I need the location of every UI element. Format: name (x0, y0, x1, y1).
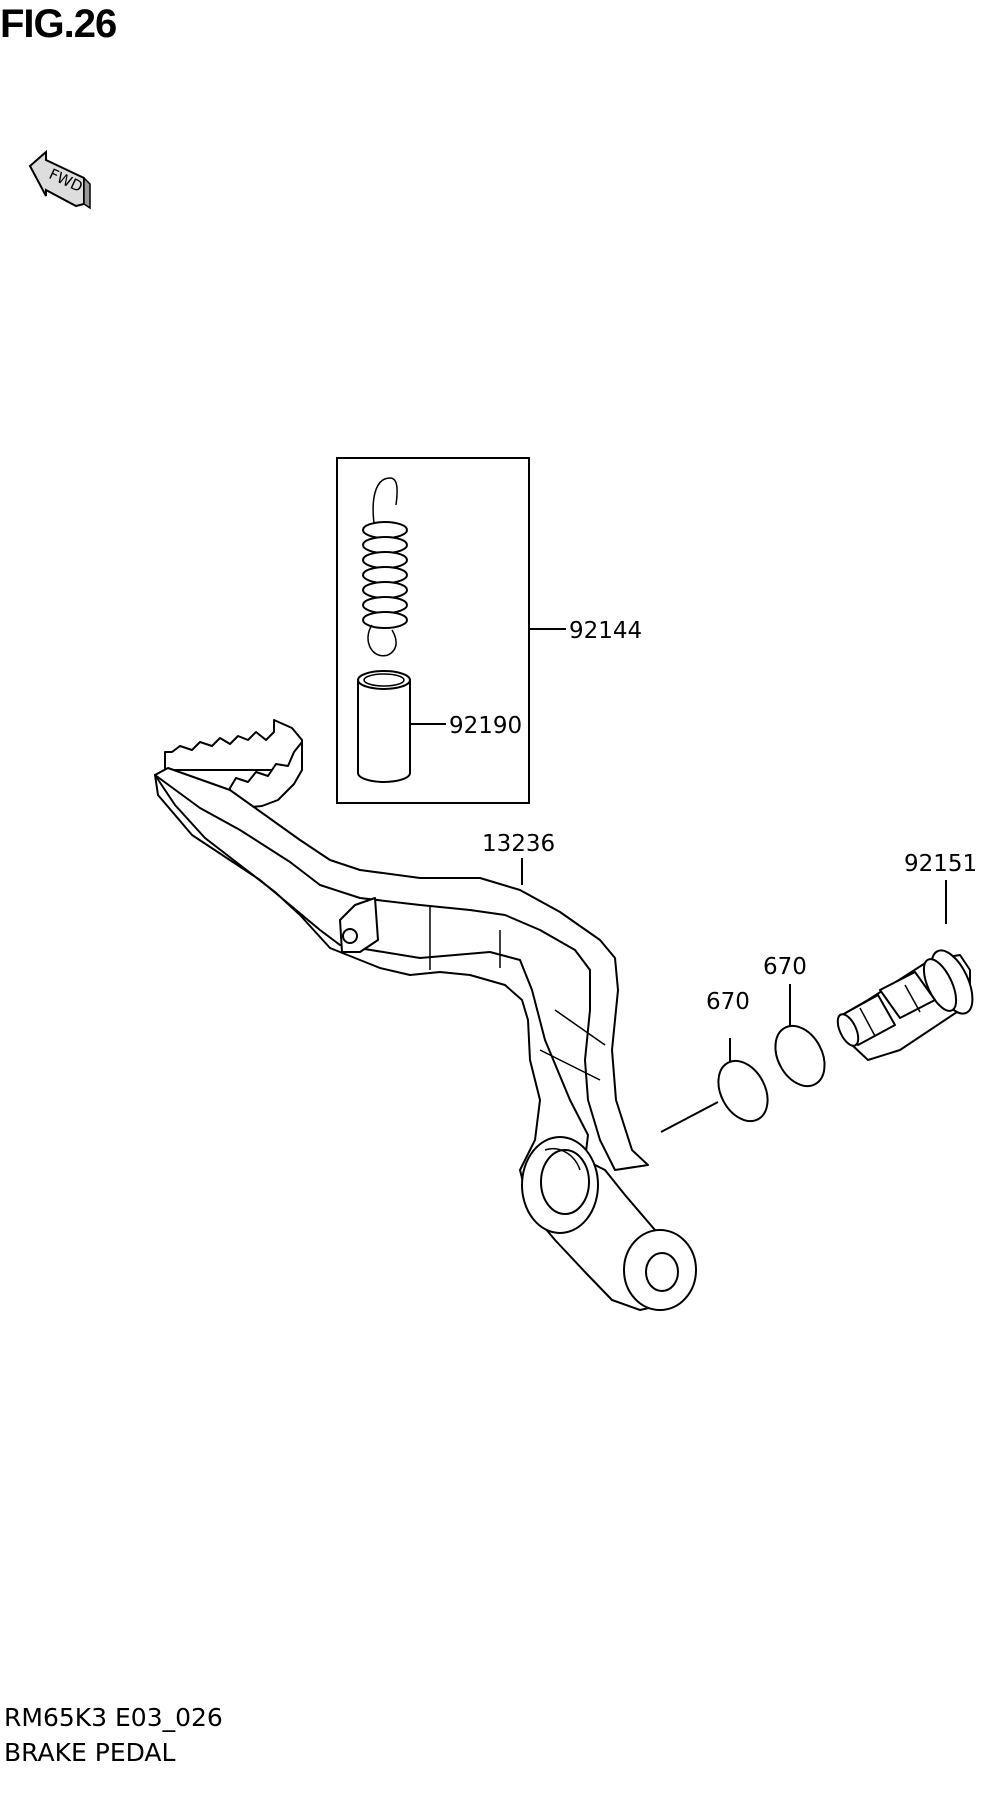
fwd-arrow-icon: FWD (28, 149, 91, 210)
o-ring-inner-part[interactable] (709, 1052, 778, 1129)
collar-part[interactable] (357, 670, 411, 783)
brake-pedal-part[interactable] (154, 719, 697, 1311)
callout-670-inner: 670 (706, 989, 750, 1015)
pivot-bolt-part[interactable] (834, 944, 981, 1061)
figure-title: FIG.26 (0, 2, 117, 46)
callout-13236: 13236 (482, 831, 555, 857)
callout-92151: 92151 (904, 851, 977, 877)
callout-92190: 92190 (449, 713, 522, 739)
model-code: RM65K3 E03_026 (4, 1703, 223, 1732)
o-ring-outer-part[interactable] (766, 1017, 835, 1094)
callout-92144: 92144 (569, 618, 642, 644)
spring-kit-box (336, 457, 530, 804)
spring-part[interactable] (362, 477, 408, 657)
callout-670-outer: 670 (763, 954, 807, 980)
leader-line-pivot (660, 1101, 719, 1133)
section-name: BRAKE PEDAL (4, 1738, 176, 1767)
